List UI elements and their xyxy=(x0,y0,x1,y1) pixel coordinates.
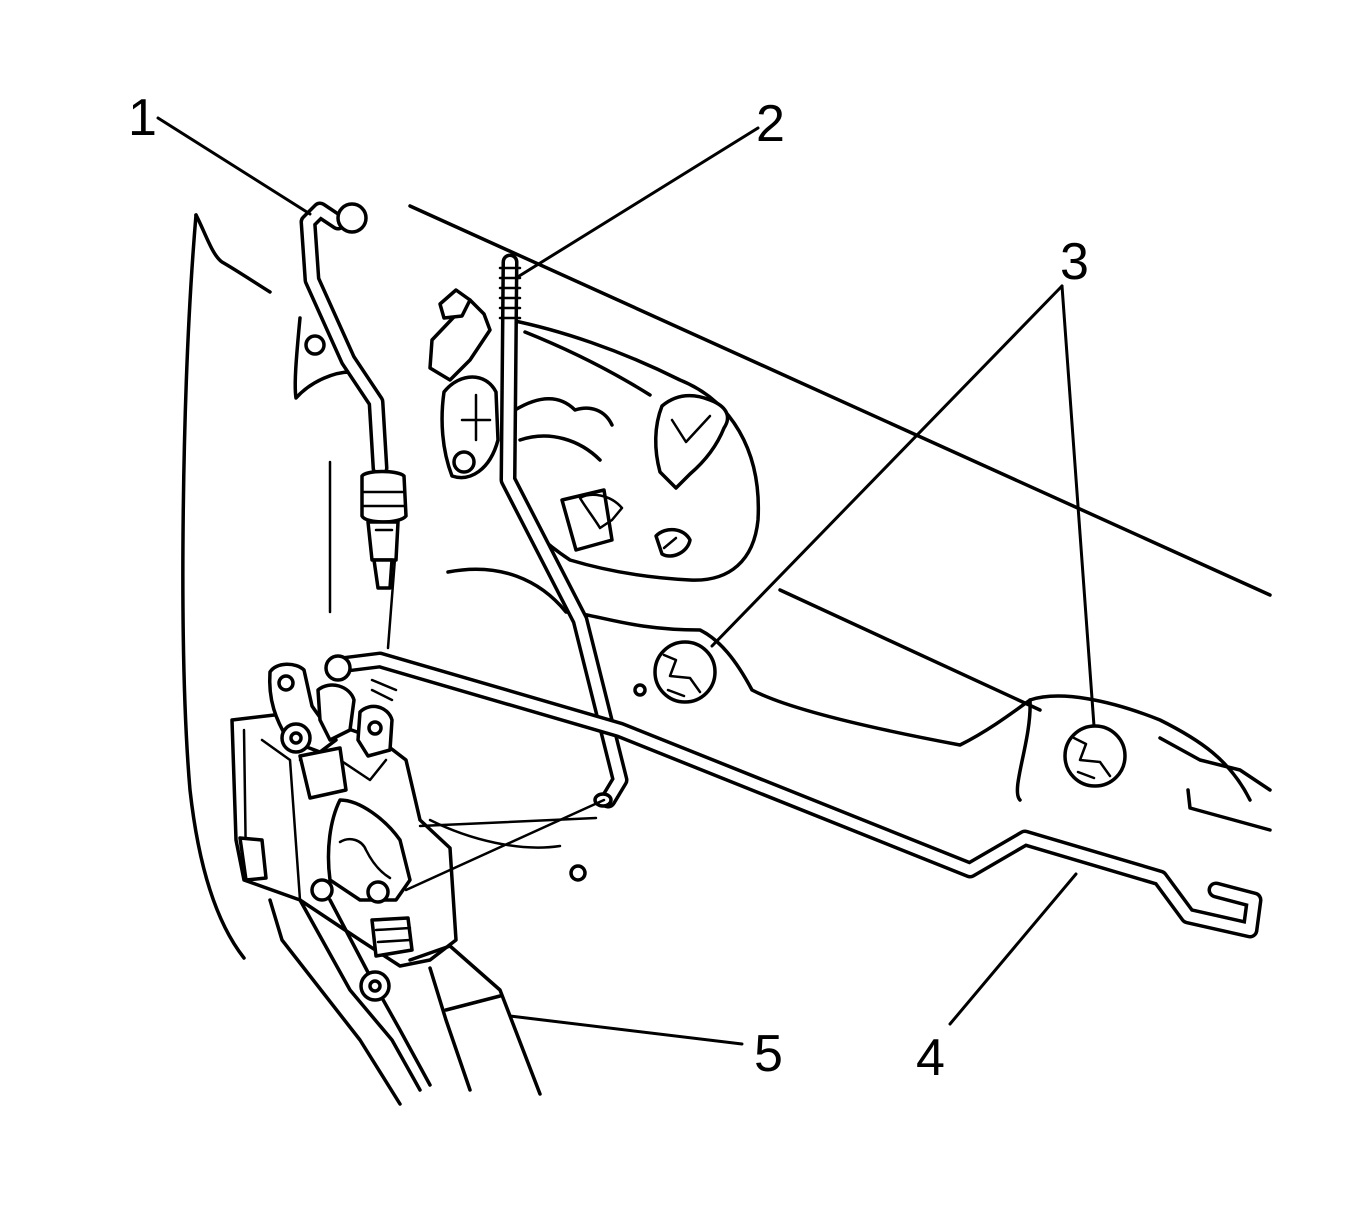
callout-3: 3 xyxy=(1060,233,1089,291)
clip-upper xyxy=(653,640,717,704)
leader-lines xyxy=(156,116,1096,1046)
leader-3a xyxy=(710,284,1064,648)
callout-2: 2 xyxy=(756,95,785,153)
rod-4 xyxy=(324,651,1263,939)
latch-assembly xyxy=(230,662,606,968)
latch-bracket xyxy=(268,898,542,1106)
callout-4: 4 xyxy=(916,1029,945,1087)
leader-1 xyxy=(156,116,312,216)
leader-5 xyxy=(508,1014,744,1046)
leader-2 xyxy=(514,126,760,280)
callout-1: 1 xyxy=(128,89,157,147)
clip-lower xyxy=(1063,724,1127,788)
leader-3b xyxy=(1060,284,1096,728)
rod-1 xyxy=(299,201,408,590)
door-panel-outline xyxy=(181,204,1272,960)
leader-4 xyxy=(948,872,1078,1026)
rod-2 xyxy=(498,253,629,809)
inner-panel-handle-area xyxy=(428,288,1272,882)
callout-5: 5 xyxy=(754,1025,783,1083)
